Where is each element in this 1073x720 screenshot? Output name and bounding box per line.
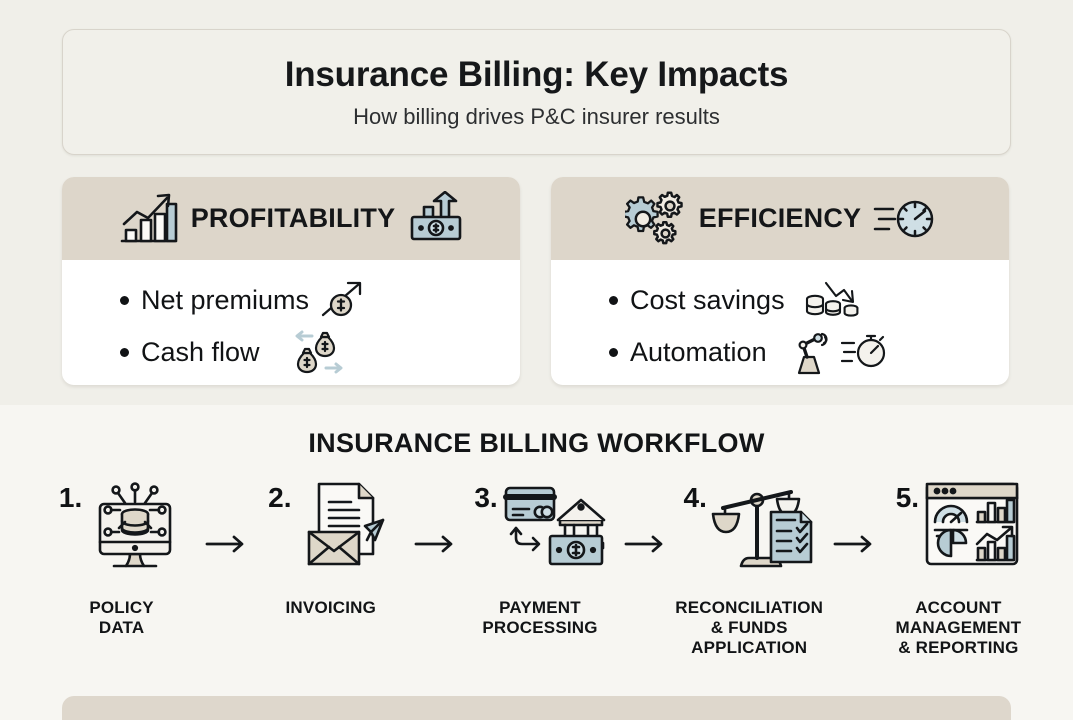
arrow-right-icon [412,478,458,554]
step-label: POLICY DATA [89,598,154,638]
workflow-step-account-management: 5. [877,478,1040,658]
bullet-dot-icon [609,295,618,305]
title-card: Insurance Billing: Key Impacts How billi… [62,29,1011,155]
fast-clock-icon [873,193,935,245]
card-body-efficiency: Cost savings [551,260,1009,378]
step-number: 2. [268,482,292,513]
monitor-database-network-icon [86,478,184,576]
step-number: 5. [895,482,920,513]
money-bags-exchange-icon [290,328,348,376]
workflow-step-invoicing: 2. [249,478,412,618]
step-label: RECONCILIATION & FUNDS APPLICATION [675,598,824,658]
card-body-profitability: Net premiums Cash flow [62,260,520,378]
banknote-up-arrow-icon [407,190,465,247]
bullet-label: Cash flow [141,336,260,367]
page-title: Insurance Billing: Key Impacts [284,54,789,94]
workflow-steps: 1. [40,478,1040,658]
card-title-profitability: PROFITABILITY [190,203,396,233]
bullet-label: Net premiums [141,284,310,315]
list-item: Automation [609,326,1009,378]
document-envelope-paperplane-icon [295,478,393,576]
bullet-label: Cost savings [630,284,785,315]
workflow-section-background [0,405,1073,720]
workflow-title: INSURANCE BILLING WORKFLOW [308,428,765,458]
workflow-step-policy-data: 1. [40,478,203,638]
page-subtitle: How billing drives P&C insurer results [353,103,720,129]
list-item: Net premiums [120,274,520,326]
workflow-step-payment-processing: 3. [458,478,621,638]
list-item: Cost savings [609,274,1009,326]
bottom-panel-partial [62,696,1011,720]
arrow-right-icon [622,478,668,554]
impact-card-profitability: PROFITABILITY Net p [62,177,520,385]
scales-checklist-icon [711,478,815,576]
bullet-dot-icon [120,295,129,305]
workflow-step-reconciliation: 4. [668,478,831,658]
coin-stacks-declining-icon [805,277,861,323]
bullet-dot-icon [120,347,129,357]
step-label: PAYMENT PROCESSING [482,598,598,638]
credit-card-bank-cash-icon [502,478,606,576]
step-number: 3. [474,482,498,513]
dashboard-analytics-icon [923,478,1021,572]
bar-chart-growth-icon [117,190,179,248]
step-label: INVOICING [285,598,377,617]
card-title-efficiency: EFFICIENCY [698,203,862,233]
impact-card-efficiency: EFFICIENCY Cost savings [551,177,1009,385]
card-header-profitability: PROFITABILITY [62,177,520,260]
list-item: Cash flow [120,326,520,378]
gears-icon [624,190,687,248]
arrow-right-icon [831,478,877,554]
bullet-label: Automation [630,336,767,367]
coin-rising-arrow-icon [319,279,367,321]
card-header-efficiency: EFFICIENCY [551,177,1009,260]
step-label: ACCOUNT MANAGEMENT & REPORTING [895,598,1022,658]
bullet-dot-icon [609,347,618,357]
step-number: 1. [58,482,83,513]
robot-arm-stopwatch-icon [791,329,887,375]
step-number: 4. [683,482,707,513]
arrow-right-icon [203,478,249,554]
